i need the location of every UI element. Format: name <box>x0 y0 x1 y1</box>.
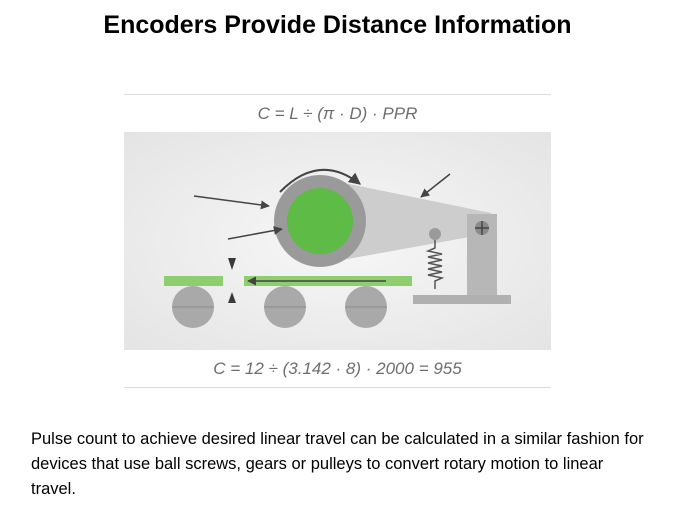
encoder-arm <box>320 178 486 264</box>
gap-triangle-bottom <box>228 292 236 303</box>
tension-spring <box>425 240 445 289</box>
example-formula: C = 12 ÷ (3.142 · 8) · 2000 = 955 <box>213 359 462 378</box>
pointer-arrow-right <box>420 173 451 198</box>
general-formula: C = L ÷ (π · D) · PPR <box>257 104 418 123</box>
bottom-divider <box>124 387 551 388</box>
encoder-figure: C = L ÷ (π · D) · PPR <box>124 94 551 389</box>
material-strip-left <box>164 276 223 286</box>
spring-pivot <box>429 228 441 240</box>
mount-base <box>413 295 511 304</box>
body-text: Pulse count to achieve desired linear tr… <box>31 430 644 498</box>
gap-triangle-top <box>228 258 236 270</box>
pointer-arrow-upper <box>193 195 270 210</box>
slide-title: Encoders Provide Distance Information <box>103 11 572 39</box>
rotation-arrow <box>279 168 361 193</box>
top-divider <box>124 94 551 95</box>
pointer-arrow-lower <box>227 226 283 240</box>
encoder-diagram <box>124 132 551 350</box>
encoder-hub <box>287 188 353 254</box>
